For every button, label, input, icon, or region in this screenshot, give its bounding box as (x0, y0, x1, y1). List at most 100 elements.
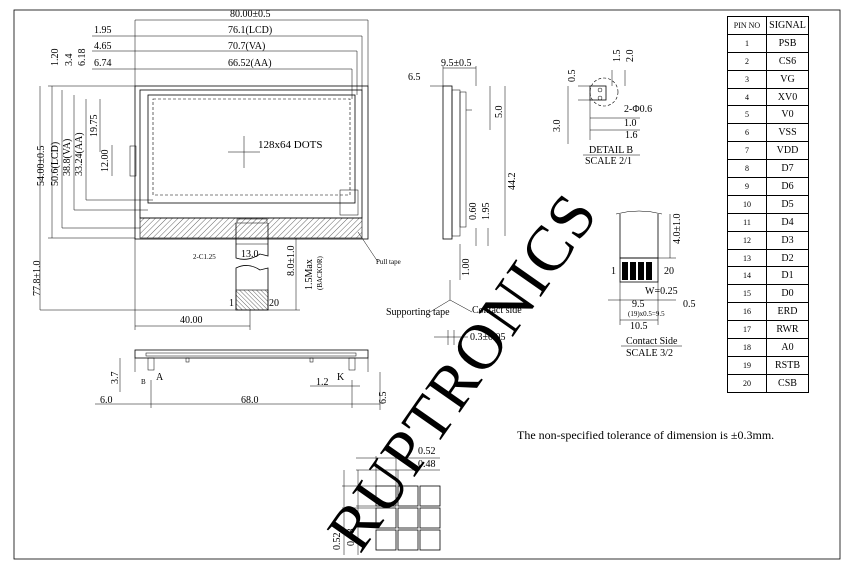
pin-number: 2 (727, 51, 767, 71)
pin-signal: RSTB (766, 355, 809, 375)
contact-side-title: Contact Side (626, 336, 678, 347)
dot-detail: 0.52 0.48 0.52 0.48 (332, 446, 441, 555)
dim-6-74: 6.74 (94, 58, 112, 69)
pin-number: 17 (727, 320, 767, 340)
pin-signal: CSB (766, 373, 809, 393)
pin-number: 5 (727, 105, 767, 125)
dim-13: 13.0 (241, 249, 259, 260)
pin-number: 19 (727, 355, 767, 375)
pin-signal: VSS (766, 123, 809, 143)
label-pull-tape: Pull tape (376, 258, 401, 266)
dim-50-6: 50.6(LCD) (50, 142, 61, 186)
dim-0-48-h: 0.48 (418, 459, 436, 470)
pin-number: 10 (727, 194, 767, 214)
dim-1-95: 1.95 (94, 25, 112, 36)
dim-40: 40.00 (180, 315, 203, 326)
dim-8-0: 8.0±1.0 (286, 246, 297, 277)
dim-1-5max: 1.5Max (304, 259, 315, 290)
label-k: K (337, 372, 345, 383)
label-contact-side: Contact side (472, 305, 522, 316)
pin-number: 16 (727, 302, 767, 322)
pin-number: 1 (727, 33, 767, 53)
dim-70-7: 70.7(VA) (228, 41, 265, 52)
dim-1-0-detail: 1.0 (624, 118, 637, 129)
front-view: 128x64 DOTS 80.00±0.5 76.1(LCD) 70.7(VA)… (32, 9, 369, 330)
pin-number: 11 (727, 212, 767, 232)
contact-pin-20: 20 (664, 266, 674, 277)
dim-0-52-v: 0.52 (332, 533, 343, 551)
pin-signal: D1 (766, 266, 809, 286)
contact-side: 4.0±1.0 1 20 W=0.25 9.5 0.5 (19)x0.5=9.5… (608, 210, 696, 359)
pin-signal: RWR (766, 320, 809, 340)
dim-10-5: 10.5 (630, 321, 648, 332)
pin-signal: V0 (766, 105, 809, 125)
dim-2-0-detail: 2.0 (625, 50, 636, 63)
dim-1-2: 1.2 (316, 377, 329, 388)
dim-w-0-25: W=0.25 (645, 286, 678, 297)
dim-38-8: 38.8(VA) (62, 139, 73, 176)
pin-signal: XV0 (766, 87, 809, 107)
contact-pin-1: 1 (611, 266, 616, 277)
dim-19x0-5: (19)x0.5=9.5 (628, 310, 665, 318)
pin-signal: D6 (766, 177, 809, 196)
fpc-pin-20: 20 (269, 298, 279, 309)
pin-signal: D0 (766, 284, 809, 304)
pin-signal: D2 (766, 248, 809, 268)
fpc-pin-1: 1 (229, 298, 234, 309)
dots-label: 128x64 DOTS (258, 139, 322, 151)
dim-1-5-detail: 1.5 (612, 50, 623, 63)
pin-number: 12 (727, 230, 767, 250)
dim-4-65: 4.65 (94, 41, 112, 52)
pin-number: 18 (727, 338, 767, 357)
dim-5-0: 5.0 (494, 106, 505, 119)
dim-54: 54.00±0.5 (36, 146, 47, 187)
pin-signal: VDD (766, 141, 809, 161)
detail-b-title: DETAIL B (589, 145, 633, 156)
dim-9-5: 9.5±0.5 (441, 58, 472, 69)
pin-number: 9 (727, 177, 767, 196)
contact-side-scale: SCALE 3/2 (626, 348, 673, 359)
pin-number: 15 (727, 284, 767, 304)
dim-c1-25: 2-C1.25 (193, 253, 216, 261)
dim-33-24: 33.24(AA) (74, 132, 85, 176)
dim-6-0: 6.0 (100, 395, 113, 406)
tolerance-note: The non-specified tolerance of dimension… (517, 428, 775, 442)
detail-b-scale: SCALE 2/1 (585, 156, 632, 167)
pin-number: 4 (727, 87, 767, 107)
outer-border (13, 9, 841, 560)
side-view: 6.5 9.5±0.5 5.0 44.2 0.60 1.95 1.00 Supp… (357, 58, 522, 345)
dim-80: 80.00±0.5 (230, 9, 271, 20)
label-b: B (141, 378, 146, 386)
pin-number: 8 (727, 159, 767, 179)
dim-1-00: 1.00 (461, 259, 472, 277)
dim-phi-0-6: 2-Φ0.6 (624, 104, 652, 115)
dim-4-0-contact: 4.0±1.0 (672, 214, 683, 245)
dim-0-52-h: 0.52 (418, 446, 436, 457)
pin-number: 20 (727, 373, 767, 393)
label-backor: (BACKOR) (316, 255, 324, 290)
pin-signal: VG (766, 69, 809, 89)
detail-b: 0.5 1.5 2.0 2-Φ0.6 1.0 1.6 3.0 DETAIL B … (552, 50, 652, 168)
dim-0-5-detail: 0.5 (567, 70, 578, 83)
dim-6-5: 6.5 (408, 72, 421, 83)
pin-signal: A0 (766, 338, 809, 357)
label-supporting-tape: Supporting tape (386, 307, 450, 318)
pin-signal: PSB (766, 33, 809, 53)
dim-1-6-detail: 1.6 (625, 130, 638, 141)
pin-table-header-signal: SIGNAL (766, 16, 809, 35)
pin-number: 13 (727, 248, 767, 268)
dim-44-2: 44.2 (507, 173, 518, 191)
pin-signal: CS6 (766, 51, 809, 71)
